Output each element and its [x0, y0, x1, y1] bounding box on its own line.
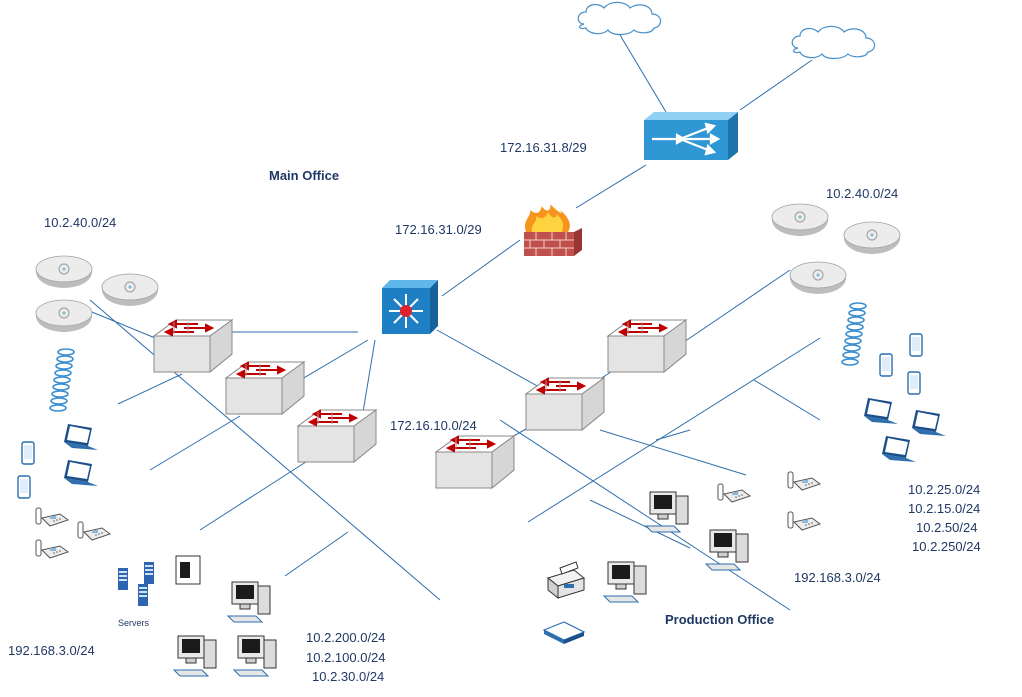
ip-phone-icon: [77, 521, 111, 541]
laptop-icon: [64, 424, 98, 450]
storage-server-icon: [175, 555, 201, 585]
ip-phone-icon: [35, 507, 69, 527]
switch-icon: [225, 361, 305, 415]
production-office-title: Production Office: [665, 612, 774, 627]
main-data-subnet-label: 10.2.30.0/24: [312, 669, 384, 684]
firewall-icon: [523, 203, 583, 257]
ip-phone-icon: [787, 471, 821, 491]
scanner-icon: [543, 621, 585, 645]
switch-icon: [607, 319, 687, 373]
wireless-signal-icon: [49, 348, 75, 412]
server-icon: [118, 568, 128, 590]
laptop-icon: [64, 460, 98, 486]
servers-label: Servers: [118, 618, 150, 628]
access-point-icon: [35, 255, 93, 289]
main-office-title: Main Office: [269, 168, 339, 183]
mobile-phone-icon: [17, 475, 31, 499]
printer-icon: [547, 561, 585, 599]
ip-phone-icon: [787, 511, 821, 531]
wan-subnet-label: 172.16.31.8/29: [500, 140, 587, 155]
access-point-icon: [843, 221, 901, 255]
prod-data-subnet-label: 10.2.25.0/24: [908, 482, 980, 497]
ip-phone-icon: [717, 483, 751, 503]
workstation-icon: [603, 561, 647, 603]
main-wifi-subnet-label: 10.2.40.0/24: [44, 215, 116, 230]
main-voice-subnet-label: 192.168.3.0/24: [8, 643, 95, 658]
router-icon: [642, 110, 740, 162]
internet-cloud-icon: [791, 25, 876, 60]
main-data-subnet-label: 10.2.200.0/24: [306, 630, 386, 645]
workstation-icon: [173, 635, 217, 677]
workstation-icon: [227, 581, 271, 623]
mobile-phone-icon: [909, 333, 923, 357]
wireless-signal-icon: [841, 302, 867, 366]
prod-voice-subnet-label: 192.168.3.0/24: [794, 570, 881, 585]
switch-icon: [297, 409, 377, 463]
access-point-icon: [101, 273, 159, 307]
switch-icon: [153, 319, 233, 373]
server-icon: [138, 584, 148, 606]
server-icon: [144, 562, 154, 584]
prod-data-subnet-label: 10.2.15.0/24: [908, 501, 980, 516]
prod-data-subnet-label: 10.2.250/24: [912, 539, 981, 554]
prod-wifi-subnet-label: 10.2.40.0/24: [826, 186, 898, 201]
access-point-icon: [789, 261, 847, 295]
mobile-phone-icon: [879, 353, 893, 377]
ip-phone-icon: [35, 539, 69, 559]
access-point-icon: [771, 203, 829, 237]
workstation-icon: [233, 635, 277, 677]
switch-icon: [525, 377, 605, 431]
links: [89, 29, 821, 611]
prod-data-subnet-label: 10.2.50/24: [916, 520, 977, 535]
access-point-icon: [35, 299, 93, 333]
workstation-icon: [645, 491, 689, 533]
switch-icon: [435, 435, 515, 489]
layer3-switch-icon: [381, 279, 439, 335]
laptop-icon: [864, 398, 898, 424]
laptop-icon: [882, 436, 916, 462]
laptop-icon: [912, 410, 946, 436]
core-subnet-label: 172.16.10.0/24: [390, 418, 477, 433]
firewall-subnet-label: 172.16.31.0/29: [395, 222, 482, 237]
internet-cloud-icon: [577, 1, 662, 36]
mobile-phone-icon: [21, 441, 35, 465]
workstation-icon: [705, 529, 749, 571]
main-data-subnet-label: 10.2.100.0/24: [306, 650, 386, 665]
mobile-phone-icon: [907, 371, 921, 395]
